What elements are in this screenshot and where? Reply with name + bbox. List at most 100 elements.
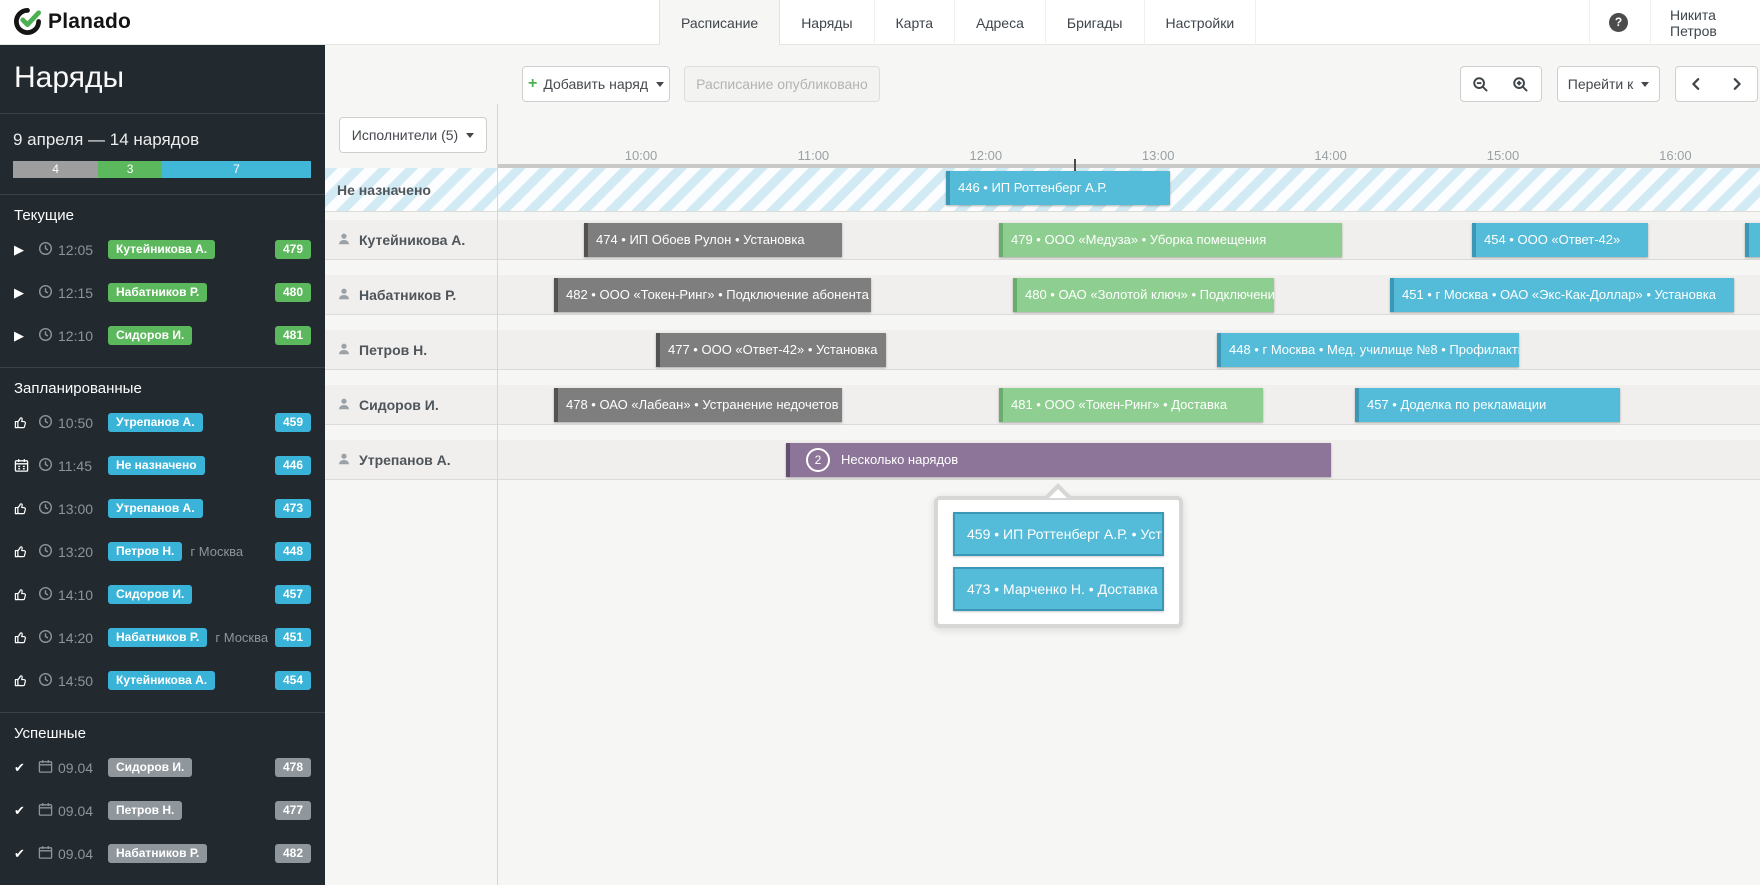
zoom-out-button[interactable] [1460,66,1501,102]
order-bar[interactable]: 474 • ИП Обоев Рулон • Установка [584,223,842,257]
order-bar[interactable]: 478 • ОАО «Лабеан» • Устранение недочето… [554,388,842,422]
order-number-badge: 459 [275,413,311,432]
hour-label: 13:00 [1141,148,1175,163]
plus-icon: + [527,75,538,92]
calendar-icon [38,802,53,820]
order-time-value: 14:10 [58,586,94,603]
calendar-icon [38,845,53,863]
order-time-value: 11:45 [58,457,92,474]
performers-filter-dropdown[interactable]: Исполнители (5) [339,117,487,153]
order-time-value: 13:00 [58,500,94,517]
add-order-button[interactable]: + Добавить наряд [522,66,670,102]
performer-badge: Утрепанов А. [108,499,203,518]
nav-tab-Расписание[interactable]: Расписание [659,0,781,45]
current-time-marker [1074,159,1076,176]
brand-name: Planado [48,9,132,33]
order-time-value: 10:50 [58,414,94,431]
popover-order-bar[interactable]: 459 • ИП Роттенберг А.Р. • Установка [953,512,1164,556]
performer-badge: Набатников Р. [108,844,208,863]
chevron-right-icon [1733,78,1741,90]
nav-tab-Настройки[interactable]: Настройки [1145,0,1257,45]
order-bar[interactable] [1745,223,1760,257]
order-bar[interactable]: 480 • ОАО «Золотой ключ» • Подключение [1013,278,1274,312]
order-number-badge: 454 [275,671,311,690]
nav-tab-Карта[interactable]: Карта [875,0,955,45]
check-icon: ✔ [14,802,25,818]
performer-row-label: Не назначено [337,168,492,212]
order-bar[interactable]: 481 • ООО «Токен-Ринг» • Доставка [999,388,1263,422]
order-time: 12:10 [38,327,108,345]
performer-row-label: Утрепанов А. [337,440,492,480]
user-menu[interactable]: Никита Петров [1670,6,1717,39]
order-list-item[interactable]: ✔09.04Кутейникова А.474 [0,875,325,885]
order-time-value: 09.04 [58,845,94,862]
order-number-badge: 446 [275,456,311,475]
person-icon [337,397,351,414]
performer-badge: Сидоров И. [108,585,193,604]
planado-logo[interactable]: Planado [14,8,131,35]
order-time: 12:15 [38,284,108,302]
next-button[interactable] [1716,66,1758,102]
order-number-badge: 481 [275,326,311,345]
thumbs-up-icon [14,415,38,430]
hour-label: 12:00 [969,148,1003,163]
order-bar[interactable]: 448 • г Москва • Мед. училище №8 • Профи… [1217,333,1519,367]
prev-button[interactable] [1675,66,1717,102]
order-bar[interactable]: 482 • ООО «Токен-Ринг» • Подключение або… [554,278,871,312]
order-time: 12:05 [38,241,108,259]
goto-label: Перейти к [1567,76,1634,92]
order-list-item[interactable]: 13:00 Утрепанов А. 473 [0,487,325,530]
performer-badge: Набатников Р. [108,628,208,647]
order-bar-label: 478 • ОАО «Лабеан» • Устранение недочето… [566,397,839,412]
hour-label: 14:00 [1314,148,1347,163]
order-bar-label: 454 • ООО «Ответ-42» [1484,232,1621,247]
clock-icon [38,457,53,475]
person-icon [337,287,351,304]
order-bar[interactable]: 451 • г Москва • ОАО «Экс-Как-Доллар» • … [1390,278,1734,312]
performer-row-label: Сидоров И. [337,385,492,425]
performer-badge: Петров Н. [108,542,183,561]
order-bar[interactable]: 446 • ИП Роттенберг А.Р. [946,171,1170,205]
order-time: 09.04 [38,759,108,777]
nav-tab-Наряды[interactable]: Наряды [780,0,875,45]
popover-order-bar[interactable]: 473 • Марченко Н. • Доставка [953,567,1164,611]
order-number-badge: 473 [275,499,311,518]
thumbs-up-icon [14,501,38,516]
order-bar[interactable]: 477 • ООО «Ответ-42» • Установка [656,333,886,367]
nav-tab-Бригады[interactable]: Бригады [1046,0,1145,45]
clock-icon [38,629,53,647]
performer-name: Кутейникова А. [359,232,466,248]
order-time-value: 14:20 [58,629,94,646]
order-time: 13:00 [38,500,108,518]
progress-segment: 7 [161,161,311,178]
order-bar-label: 446 • ИП Роттенберг А.Р. [958,180,1108,195]
order-bar[interactable]: 454 • ООО «Ответ-42» [1472,223,1648,257]
topbar-separator [1650,0,1651,45]
nav-tab-Адреса[interactable]: Адреса [955,0,1046,45]
help-button[interactable]: ? [1609,13,1628,32]
order-bar[interactable]: 479 • ООО «Медуза» • Уборка помещения [999,223,1342,257]
order-time-value: 12:05 [58,241,94,258]
performer-name: Сидоров И. [359,397,439,413]
zoom-in-button[interactable] [1500,66,1542,102]
order-bar[interactable]: 457 • Доделка по рекламации [1355,388,1620,422]
section-title: Успешные [14,725,86,742]
goto-dropdown[interactable]: Перейти к [1557,66,1660,102]
performer-name: Набатников Р. [359,287,457,303]
order-bar-label: 457 • Доделка по рекламации [1367,397,1547,412]
clock-icon [38,327,53,345]
